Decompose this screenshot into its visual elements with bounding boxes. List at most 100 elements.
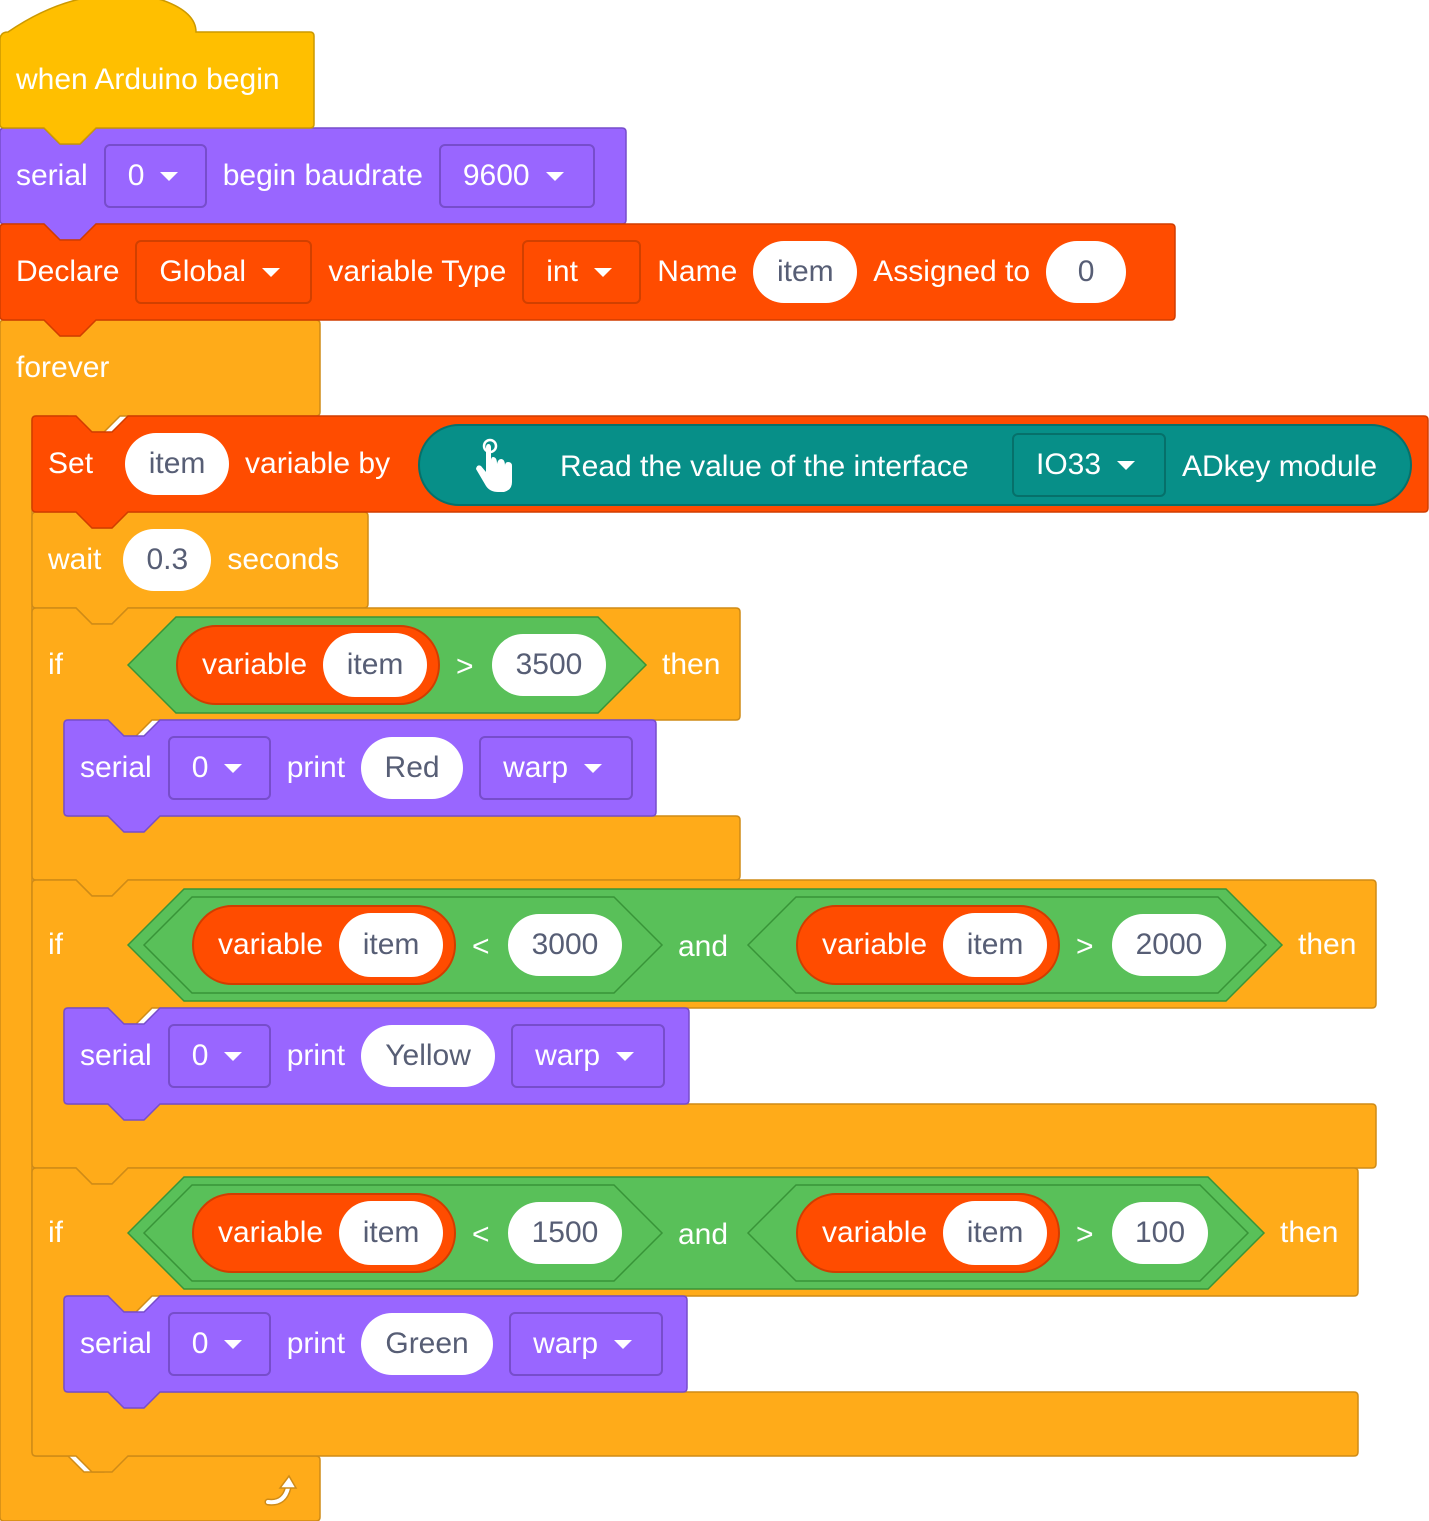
then-label: then <box>662 648 721 681</box>
print-text-input[interactable]: Green <box>361 1313 494 1375</box>
variable-reporter[interactable]: variable item <box>176 625 440 705</box>
print-mode-value: warp <box>533 1327 599 1360</box>
serial-port-value: 0 <box>191 1039 209 1072</box>
chevron-down-icon <box>616 1051 635 1061</box>
variable-label: variable <box>218 928 324 961</box>
serial-port-dropdown[interactable]: 0 <box>167 1024 271 1088</box>
serial-port-dropdown[interactable]: 0 <box>103 144 207 208</box>
serial-print-block-yellow[interactable]: serial 0 print Yellow warp <box>64 1008 689 1104</box>
hat-label: when Arduino begin <box>16 63 280 96</box>
set-variable-input[interactable]: item <box>125 433 230 495</box>
print-mode-dropdown[interactable]: warp <box>511 1024 666 1088</box>
wait-label: wait <box>48 543 102 576</box>
variable-label: variable <box>822 1216 928 1249</box>
chevron-down-icon <box>614 1339 633 1349</box>
operator-label: < <box>472 1218 490 1251</box>
begin-baudrate-label: begin baudrate <box>222 159 423 192</box>
compare-value-input[interactable]: 1500 <box>508 1202 622 1264</box>
then-label: then <box>1280 1216 1339 1249</box>
if-block-3[interactable]: if then <box>32 1168 1358 1296</box>
variable-name-input[interactable]: item <box>753 241 858 303</box>
if-label: if <box>48 648 63 681</box>
operator-label: > <box>1076 930 1094 963</box>
if-label: if <box>48 928 63 961</box>
compare-value-input[interactable]: 100 <box>1112 1202 1208 1264</box>
type-dropdown[interactable]: int <box>522 240 642 304</box>
serial-label: serial <box>80 1327 152 1360</box>
type-value: int <box>546 255 578 288</box>
pin-dropdown[interactable]: IO33 <box>1012 433 1166 497</box>
serial-label: serial <box>16 159 88 192</box>
variable-name-input[interactable]: item <box>339 913 444 977</box>
variable-by-label: variable by <box>245 447 391 480</box>
variable-name-input[interactable]: item <box>323 633 428 697</box>
serial-print-block-green[interactable]: serial 0 print Green warp <box>64 1296 687 1392</box>
variable-reporter[interactable]: variable item <box>192 1193 456 1273</box>
assigned-value-input[interactable]: 0 <box>1046 241 1127 303</box>
module-label: ADkey module <box>1182 450 1378 483</box>
adkey-reporter[interactable]: Read the value of the interface IO33 ADk… <box>418 424 1412 506</box>
forever-block[interactable]: forever <box>0 320 320 416</box>
if-block-1[interactable]: if then <box>32 608 740 720</box>
set-label: Set <box>48 447 94 480</box>
chevron-down-icon <box>593 267 612 277</box>
baudrate-dropdown[interactable]: 9600 <box>438 144 595 208</box>
seconds-label: seconds <box>227 543 340 576</box>
variable-label: variable <box>822 928 928 961</box>
compare-value-input[interactable]: 2000 <box>1112 914 1226 976</box>
chevron-down-icon <box>160 171 179 181</box>
and-label: and <box>678 930 729 963</box>
scope-dropdown[interactable]: Global <box>135 240 313 304</box>
serial-port-value: 0 <box>191 1327 209 1360</box>
variable-name-input[interactable]: item <box>943 913 1048 977</box>
print-mode-value: warp <box>535 1039 601 1072</box>
wait-block[interactable]: wait 0.3 seconds <box>32 512 368 608</box>
and-label: and <box>678 1218 729 1251</box>
compare-value-input[interactable]: 3000 <box>508 914 622 976</box>
print-mode-dropdown[interactable]: warp <box>509 1312 664 1376</box>
wait-seconds-input[interactable]: 0.3 <box>123 529 212 591</box>
chevron-down-icon <box>224 763 243 773</box>
baudrate-value: 9600 <box>462 159 530 192</box>
chevron-down-icon <box>224 1051 243 1061</box>
declare-variable-block[interactable]: Declare Global variable Type int Name it… <box>0 224 1175 320</box>
variable-reporter[interactable]: variable item <box>796 905 1060 985</box>
set-variable-block[interactable]: Set item variable by <box>32 416 1428 512</box>
chevron-down-icon <box>262 267 281 277</box>
serial-port-value: 0 <box>191 751 209 784</box>
print-text-input[interactable]: Red <box>361 737 464 799</box>
print-mode-value: warp <box>503 751 569 784</box>
pin-value: IO33 <box>1036 448 1102 481</box>
variable-type-label: variable Type <box>328 255 507 288</box>
reporter-label: Read the value of the interface <box>560 450 969 483</box>
serial-port-dropdown[interactable]: 0 <box>167 1312 271 1376</box>
declare-label: Declare <box>16 255 120 288</box>
print-mode-dropdown[interactable]: warp <box>479 736 634 800</box>
variable-reporter[interactable]: variable item <box>192 905 456 985</box>
assigned-to-label: Assigned to <box>873 255 1031 288</box>
forever-label: forever <box>16 351 110 384</box>
loop-arrow-icon <box>262 1470 302 1510</box>
chevron-down-icon <box>584 763 603 773</box>
serial-print-block-red[interactable]: serial 0 print Red warp <box>64 720 656 816</box>
variable-label: variable <box>202 648 308 681</box>
chevron-down-icon <box>545 171 564 181</box>
serial-port-dropdown[interactable]: 0 <box>167 736 271 800</box>
if-label: if <box>48 1216 63 1249</box>
scope-value: Global <box>159 255 247 288</box>
print-label: print <box>286 1327 346 1360</box>
variable-reporter[interactable]: variable item <box>796 1193 1060 1273</box>
if-block-2[interactable]: if then <box>32 880 1376 1008</box>
variable-name-input[interactable]: item <box>339 1201 444 1265</box>
serial-label: serial <box>80 1039 152 1072</box>
when-arduino-begin-block[interactable]: when Arduino begin <box>0 32 314 128</box>
print-text-input[interactable]: Yellow <box>361 1025 496 1087</box>
hat-block-shape <box>0 0 315 145</box>
operator-label: < <box>472 930 490 963</box>
name-label: Name <box>657 255 738 288</box>
variable-label: variable <box>218 1216 324 1249</box>
compare-value-input[interactable]: 3500 <box>492 634 606 696</box>
operator-label: > <box>1076 1218 1094 1251</box>
serial-begin-block[interactable]: serial 0 begin baudrate 9600 <box>0 128 626 224</box>
variable-name-input[interactable]: item <box>943 1201 1048 1265</box>
